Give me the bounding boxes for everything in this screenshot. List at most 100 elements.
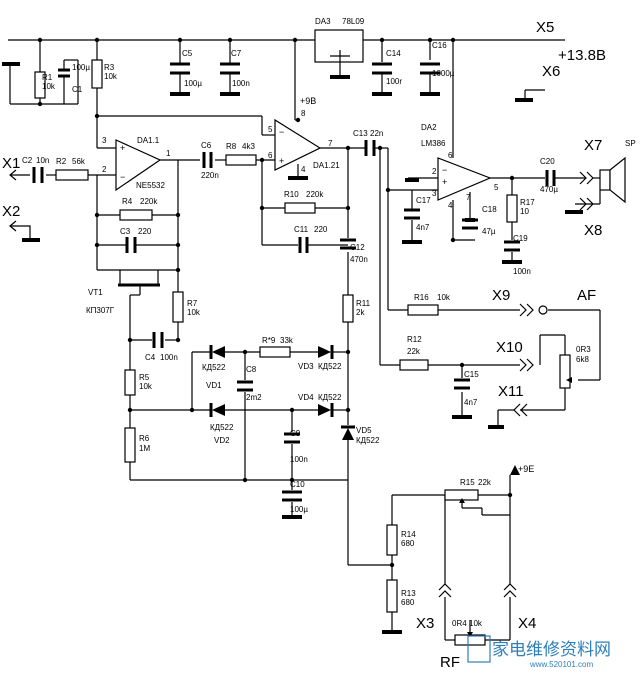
resistor-r16: R16 10k (407, 293, 451, 316)
capacitor-c18: C18 47µ (462, 205, 497, 236)
resistor-r10: R10 220k (284, 190, 324, 214)
da2-pin5: 5 (494, 183, 499, 192)
junction-dots (37, 37, 515, 568)
da121-pin8: 8 (301, 109, 306, 118)
resistor-r13: R13 680 (386, 579, 416, 613)
connector-x1: X1 (2, 155, 20, 172)
vd2-part: КД522 (210, 423, 234, 432)
connector-x3: X3 (416, 615, 434, 632)
resistor-r4: R4 220k (119, 197, 158, 221)
diode-vd5: VD5 КД522 (341, 425, 380, 445)
speaker-label: SP (625, 139, 636, 148)
da121-pin7: 7 (328, 139, 333, 148)
da2-pin4: 4 (448, 201, 453, 210)
c3-value: 220 (138, 227, 152, 236)
svg-text:−: − (279, 127, 284, 137)
capacitor-c16: C16 1000µ (420, 41, 455, 78)
da121-pin5: 5 (268, 125, 273, 134)
c16-name: C16 (432, 41, 447, 50)
r13-name: R13 (401, 589, 416, 598)
capacitor-c11: C11 220 (294, 225, 328, 253)
r16-value: 10k (437, 293, 451, 302)
r11-value: 2k (356, 308, 365, 317)
r10-name: R10 (284, 190, 299, 199)
resistor-r7: R7 10k (172, 291, 201, 323)
c14-value: 100r (386, 77, 402, 86)
capacitor-c5: C5 100µ (170, 49, 202, 88)
c15-value: 4n7 (464, 398, 478, 407)
vd5-part: КД522 (356, 436, 380, 445)
r12-value: 22k (407, 347, 421, 356)
c16-value: 1000µ (432, 69, 455, 78)
vt1-name: VT1 (88, 288, 103, 297)
vd5-name: VD5 (356, 426, 372, 435)
resistor-r6: R6 1M (124, 427, 150, 463)
r10-value: 220k (306, 190, 324, 199)
potentiometer-0r4: 0R4 10k (452, 619, 486, 646)
c15-name: C15 (464, 370, 479, 379)
da121-pin4: 4 (301, 165, 306, 174)
r6-value: 1M (139, 444, 150, 453)
rf-label: RF (440, 654, 460, 671)
resistor-r8: R8 4k3 (225, 142, 257, 166)
wiring (8, 39, 601, 641)
c1-value: 100µ (72, 63, 90, 72)
c20-name: C20 (540, 157, 555, 166)
diode-vd4: VD4 КД522 (298, 393, 342, 417)
da2-label: DA2 (421, 123, 437, 132)
c1-name: C1 (72, 85, 83, 94)
capacitor-c8: C8 2m2 (237, 365, 262, 402)
af-label: AF (577, 287, 596, 304)
da2-pin2: 2 (432, 167, 437, 176)
r3-name: R3 (104, 63, 115, 72)
supply-main-label: +13.8B (558, 47, 606, 64)
connector-x9: X9 (492, 287, 510, 304)
da3-label: DA3 (315, 17, 331, 26)
vt1-part: КП307Г (86, 306, 115, 315)
r9-value: 33k (280, 336, 294, 345)
r5-value: 10k (139, 382, 153, 391)
c7-name: C7 (231, 49, 242, 58)
c19-name: C19 (513, 234, 528, 243)
c5-name: C5 (182, 49, 193, 58)
connector-x7: X7 (584, 137, 602, 154)
da2-pin6: 6 (448, 151, 453, 160)
da11-pin2: 2 (102, 165, 107, 174)
r8-value: 4k3 (242, 142, 255, 151)
r5-name: R5 (139, 373, 150, 382)
capacitor-c12: C12 470n (340, 238, 368, 264)
vd1-name: VD1 (206, 381, 222, 390)
r2-value: 56k (72, 157, 86, 166)
da2-part: LM386 (421, 139, 446, 148)
or4-value: 10k (469, 619, 483, 628)
or4-name: 0R4 (452, 619, 467, 628)
capacitor-c13: C13 22n (353, 129, 383, 156)
r12-name: R12 (407, 335, 422, 344)
c2-name: C2 (22, 156, 33, 165)
c6-value: 220n (201, 171, 219, 180)
r15-value: 22k (478, 478, 492, 487)
r4-value: 220k (140, 197, 158, 206)
c10-name: C10 (290, 480, 305, 489)
transistor-vt1: VT1 КП307Г (86, 283, 160, 315)
capacitor-c20: C20 470µ (540, 157, 558, 194)
r4-name: R4 (122, 197, 133, 206)
da121-label: DA1.21 (313, 161, 340, 170)
connector-x11: X11 (498, 383, 524, 400)
r1-name: R1 (42, 73, 53, 82)
r7-name: R7 (187, 299, 198, 308)
c10-value: 100µ (290, 505, 308, 514)
amplifier-da2: +− DA2 LM386 2 3 6 4 7 5 (421, 123, 499, 210)
connector-x2: X2 (2, 203, 20, 220)
c18-value: 47µ (482, 227, 496, 236)
c4-value: 100n (160, 353, 178, 362)
svg-text:−: − (120, 172, 125, 182)
svg-text:+: + (279, 156, 284, 166)
c13-name: C13 (353, 129, 368, 138)
supply-9b-label: +9B (300, 96, 316, 106)
watermark-title: 家电维修资料网 (492, 640, 611, 659)
capacitor-c14: C14 100r (372, 49, 402, 86)
c11-name: C11 (294, 225, 309, 234)
svg-text:−: − (442, 165, 447, 175)
r6-name: R6 (139, 434, 150, 443)
